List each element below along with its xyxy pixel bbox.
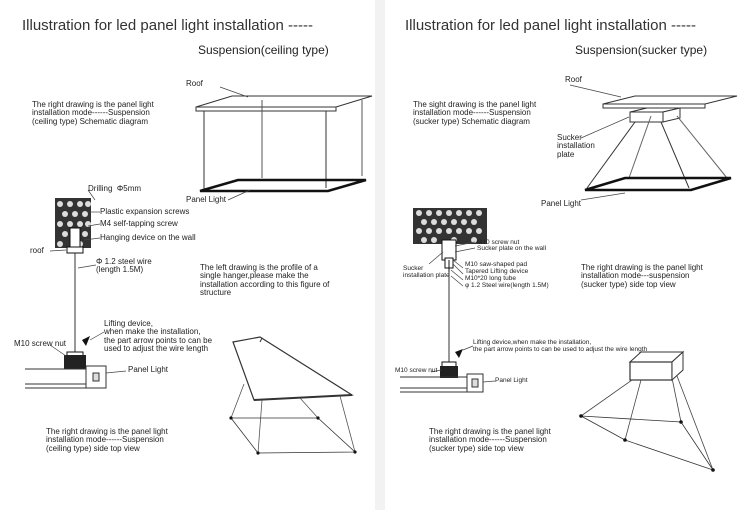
m10-bottom-label: M10 screw nut — [395, 367, 438, 374]
sucker-type-panel: Illustration for led panel light install… — [385, 0, 750, 510]
plastic-screws-label: Plastic expansion screws — [100, 207, 190, 216]
desc-top: The right drawing is the panel light ins… — [32, 100, 154, 126]
page-title: Illustration for led panel light install… — [22, 17, 313, 34]
m10-nut-label: M10 screw nut — [14, 339, 67, 348]
lifting-device — [440, 349, 463, 378]
panel-light-label: Panel Light — [186, 195, 227, 204]
page-title: Illustration for led panel light install… — [405, 17, 696, 34]
m10-saw-label: M10 saw-shaped pad — [465, 261, 528, 268]
tapered-label: Tapered Lifting device — [465, 268, 529, 275]
roof-label: Roof — [186, 79, 203, 88]
panel-side-view — [580, 415, 714, 471]
profile-text: The left drawing is the profile of a sin… — [200, 263, 330, 298]
m4-screw-label: M4 self-tapping screw — [100, 219, 178, 228]
sucker-wall-label: Sucker plate on the wall — [477, 245, 547, 252]
panel-light-label-2: Panel Light — [128, 365, 169, 374]
lifting-device-label: Lifting device,when make the installatio… — [473, 339, 648, 353]
panel-profile — [25, 365, 107, 389]
subtitle: Suspension(ceiling type) — [198, 43, 329, 57]
sucker-side-view — [628, 350, 685, 382]
roof-label: Roof — [565, 75, 582, 84]
sucker-small-label: Sucker installation plate — [403, 265, 450, 279]
desc-bottom: The right drawing is the panel light ins… — [429, 427, 551, 453]
roof-small-label: roof — [30, 246, 44, 255]
roof-plate — [195, 95, 373, 108]
sucker-type-drawings — [400, 84, 738, 472]
panel-light-label-2: Panel Light — [495, 377, 528, 384]
roof-side-view — [232, 336, 354, 401]
m10-long-label: M10*20 long tube — [465, 275, 516, 282]
sucker-plate-label: Sucker installation plate — [557, 133, 595, 159]
ceiling-type-drawings — [25, 86, 373, 455]
roof-plate-edge — [195, 106, 337, 112]
lifting-device-label: Lifting device, when make the installati… — [104, 319, 213, 354]
steel-wire-label: φ 1.2 Steel wire(length 1.5M) — [465, 282, 549, 289]
panel-light-label: Panel Light — [541, 199, 582, 208]
ceiling-block — [55, 198, 91, 254]
panel-light-shape — [199, 178, 367, 193]
hanging-device-label: Hanging device on the wall — [100, 233, 196, 242]
ceiling-type-panel: Illustration for led panel light install… — [14, 17, 373, 455]
panel-side-view — [230, 417, 357, 454]
steel-wire-label: Φ 1.2 steel wire (length 1.5M) — [96, 257, 152, 275]
ceiling-block — [413, 208, 487, 272]
drilling-label: Drilling Φ5mm — [88, 184, 142, 193]
desc-top: The sight drawing is the panel light ins… — [413, 100, 537, 126]
panel-light-shape — [584, 176, 732, 192]
subtitle: Suspension(sucker type) — [575, 43, 708, 57]
m10-top-label: M10 screw nut — [477, 239, 520, 246]
side-view-text: The right drawing is the panel light ins… — [581, 263, 703, 289]
desc-bottom: The right drawing is the panel light ins… — [46, 427, 168, 453]
roof-plate — [602, 95, 738, 105]
divider — [375, 0, 385, 510]
lifting-device — [64, 336, 90, 369]
